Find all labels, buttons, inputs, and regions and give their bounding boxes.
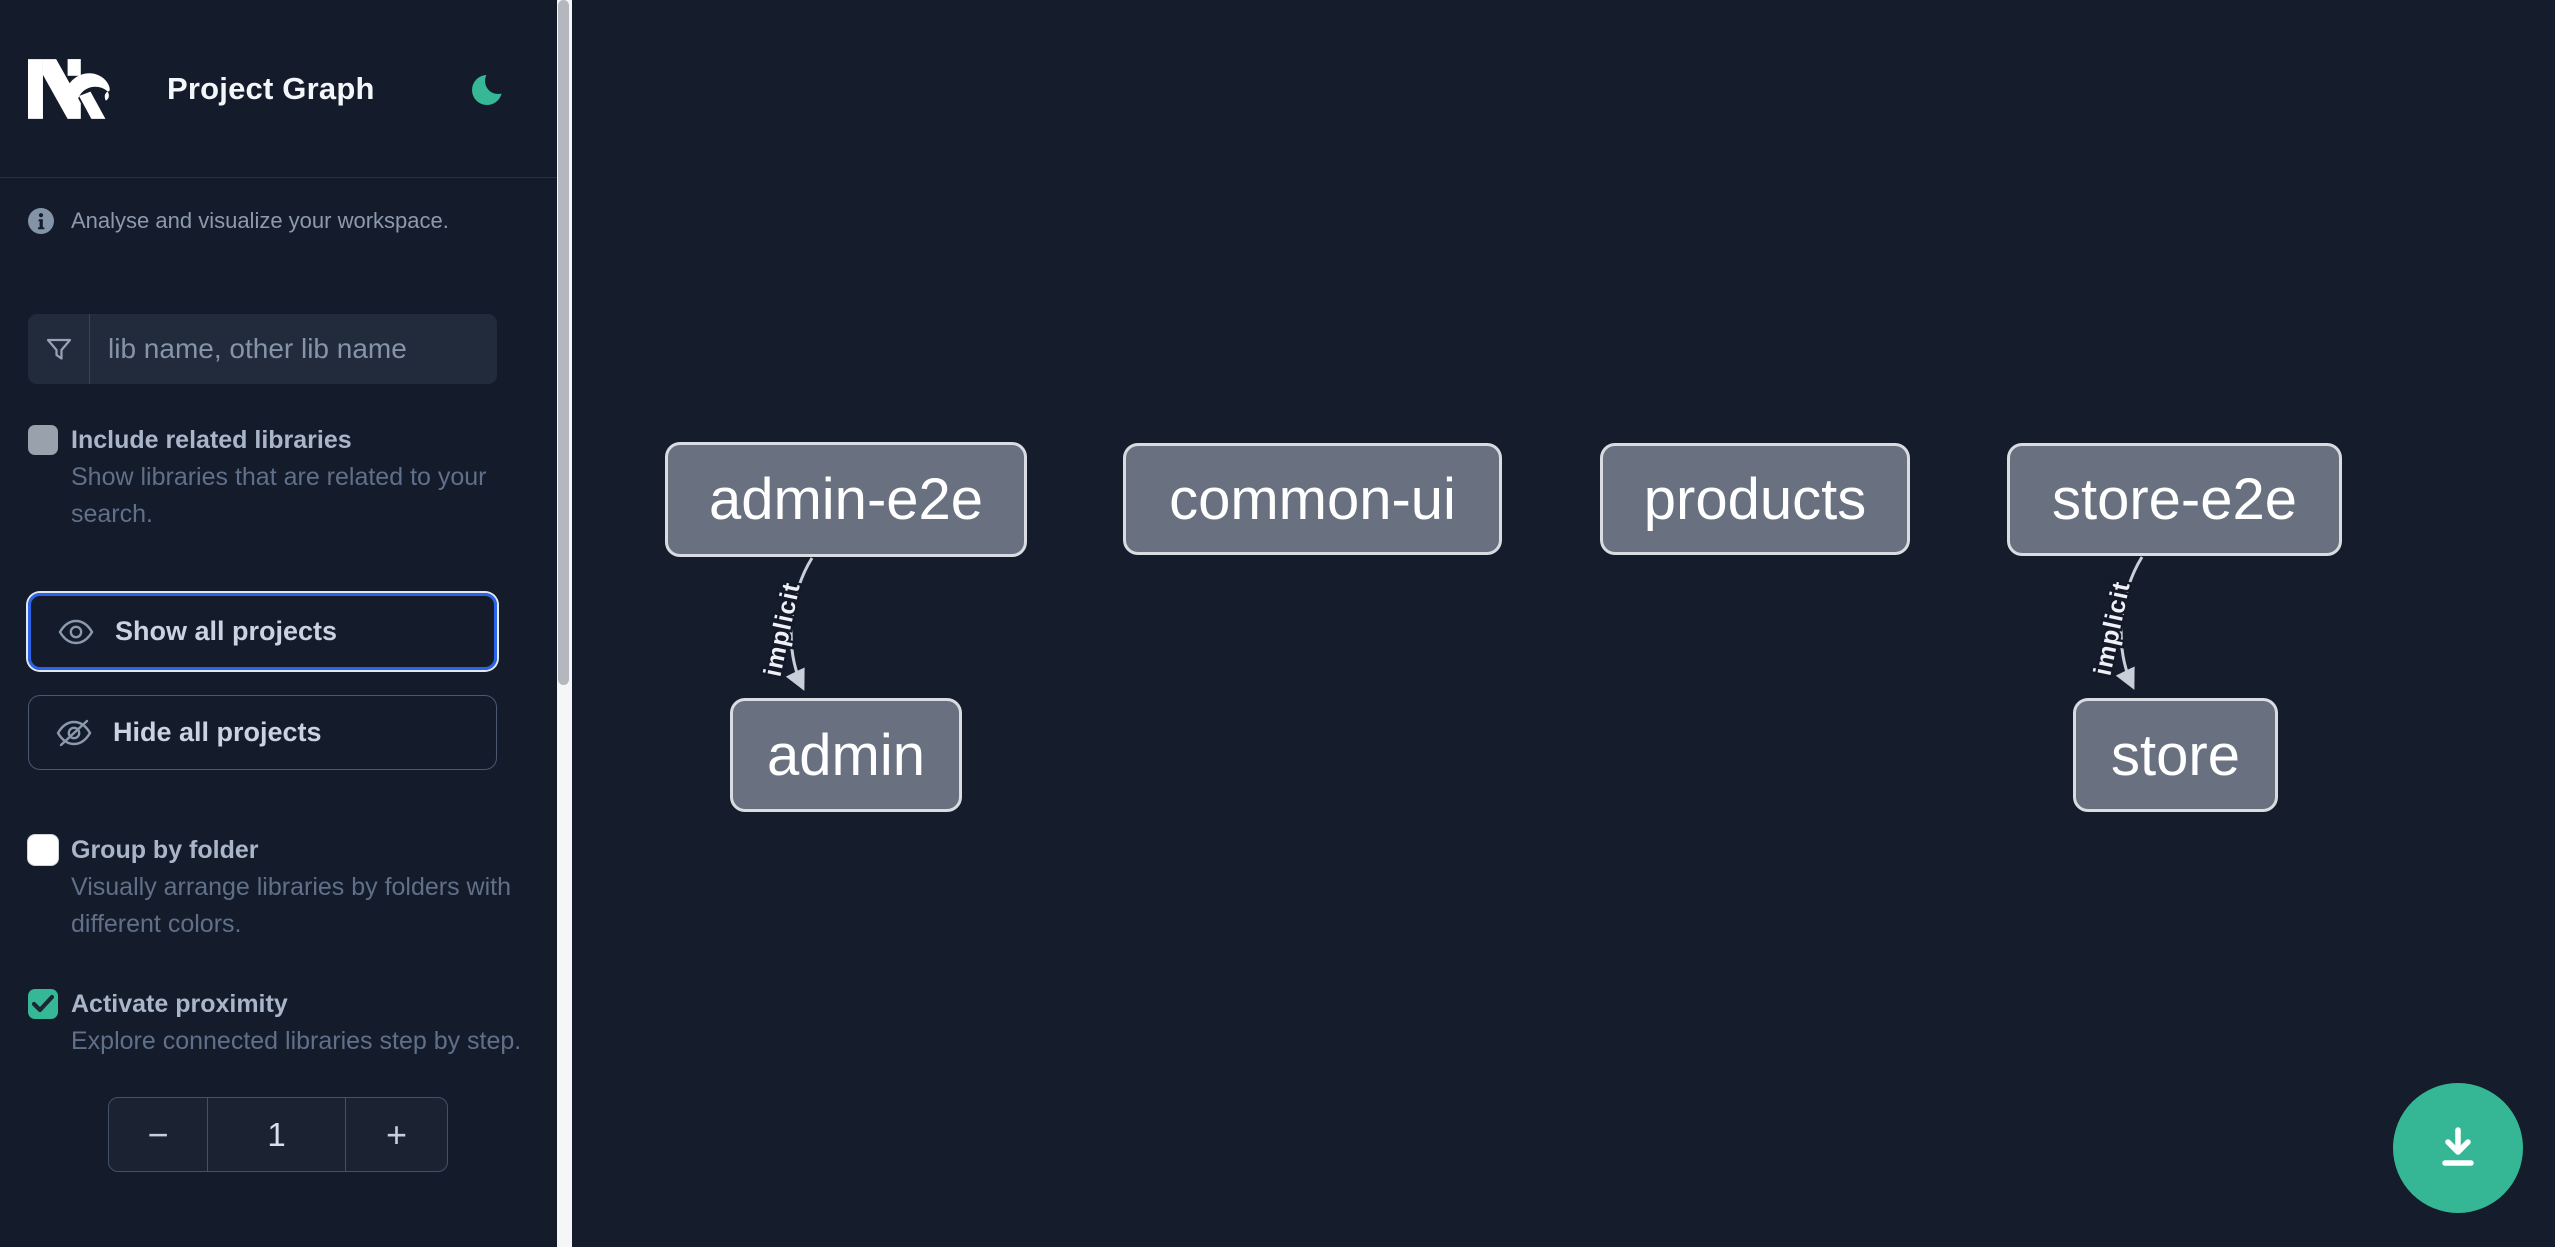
download-graph-button[interactable] (2393, 1083, 2523, 1213)
graph-node-store[interactable]: store (2073, 698, 2278, 812)
increment-button[interactable]: + (346, 1098, 447, 1171)
graph-node-admin-e2e[interactable]: admin-e2e (665, 442, 1027, 557)
graph-node-admin[interactable]: admin (730, 698, 962, 812)
toggle-label: Group by folder (71, 836, 259, 864)
edge-label: implicit (759, 580, 806, 679)
toggle-label: Activate proximity (71, 990, 288, 1018)
edge-label: implicit (2089, 579, 2136, 678)
sidebar: Project Graph Analyse and visualize your… (0, 0, 557, 1247)
eye-off-icon (56, 719, 92, 746)
activate-proximity-checkbox[interactable] (28, 989, 58, 1019)
show-all-projects-button[interactable]: Show all projects (28, 593, 497, 670)
graph-edges: implicit implicit (756, 556, 2144, 691)
include-related-toggle[interactable]: Include related libraries Show libraries… (0, 422, 525, 533)
info-icon (28, 208, 54, 234)
nx-logo (28, 58, 110, 119)
download-icon (2442, 1127, 2474, 1166)
filter-input[interactable] (90, 314, 497, 384)
show-all-projects-label: Show all projects (115, 616, 338, 646)
group-by-folder-toggle[interactable]: Group by folder Visually arrange librari… (0, 832, 525, 943)
decrement-button[interactable]: − (109, 1098, 208, 1171)
stepper-value: 1 (208, 1098, 346, 1171)
activate-proximity-toggle[interactable]: Activate proximity Explore connected lib… (0, 986, 525, 1060)
check-icon (31, 994, 55, 1013)
graph-node-store-e2e[interactable]: store-e2e (2007, 443, 2342, 556)
toggle-description: Visually arrange libraries by folders wi… (71, 873, 512, 938)
eye-icon (58, 619, 94, 644)
theme-toggle-button[interactable] (471, 67, 511, 106)
hide-all-projects-label: Hide all projects (113, 717, 322, 747)
graph-node-products[interactable]: products (1600, 443, 1910, 555)
toggle-description: Explore connected libraries step by step… (71, 1027, 522, 1055)
page-title: Project Graph (167, 70, 375, 106)
sidebar-scrollbar[interactable] (557, 0, 572, 1247)
graph-node-common-ui[interactable]: common-ui (1123, 443, 1502, 555)
edge-store-e2e-store[interactable] (2115, 556, 2144, 690)
filter-box (28, 314, 497, 384)
toggle-description: Show libraries that are related to your … (71, 463, 487, 528)
graph-canvas[interactable]: implicit implicit admin-e2e common-ui pr… (572, 0, 2555, 1247)
sidebar-header: Project Graph (0, 0, 557, 178)
proximity-depth-stepper: − 1 + (108, 1097, 448, 1172)
scrollbar-thumb[interactable] (558, 0, 569, 685)
edge-admin-e2e-admin[interactable] (785, 557, 814, 691)
toggle-label: Include related libraries (71, 426, 352, 454)
info-row: Analyse and visualize your workspace. (0, 208, 557, 234)
funnel-icon (28, 314, 90, 384)
group-by-folder-checkbox[interactable] (28, 835, 58, 865)
info-text: Analyse and visualize your workspace. (71, 208, 449, 233)
hide-all-projects-button[interactable]: Hide all projects (28, 695, 497, 770)
include-related-checkbox[interactable] (28, 425, 58, 455)
